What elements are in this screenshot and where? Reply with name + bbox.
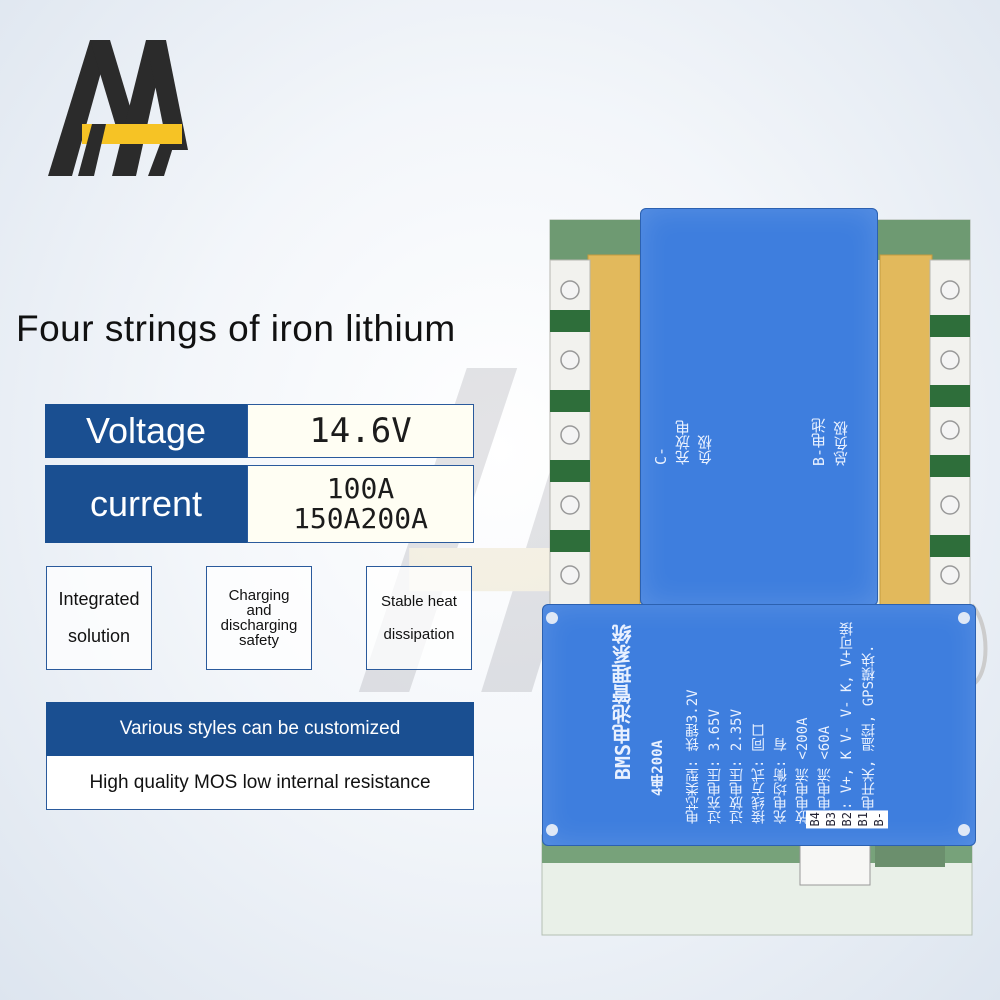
feature-heat-dissipation: Stable heat dissipation — [366, 566, 472, 670]
feature-charging-safety: Charging and discharging safety — [206, 566, 312, 670]
bms-subtitle: 4串200A — [650, 740, 666, 797]
battery-negative-label: B-电池 总负极 — [808, 418, 852, 466]
cell-label: B- — [872, 812, 886, 827]
bms-spec-line: 电芯类型: 铁锂3.2V — [685, 689, 701, 824]
bms-top-cover — [640, 208, 878, 606]
board-text: C- — [652, 446, 670, 465]
current-value-line-1: 100A — [326, 472, 395, 505]
current-label: current — [45, 465, 247, 543]
feature-text: safety — [238, 632, 280, 649]
voltage-value: 14.6V — [247, 404, 474, 458]
current-value: 100A 150A200A — [247, 465, 474, 543]
feature-text: and — [246, 602, 272, 619]
board-text: B-电池 — [810, 418, 828, 467]
brand-logo — [48, 40, 188, 176]
feature-text: discharging — [220, 617, 298, 634]
board-text: 充放电 — [674, 420, 692, 465]
cell-label: B2 — [840, 812, 854, 827]
cell-label: B4 — [808, 812, 822, 827]
feature-integrated-solution: Integrated solution — [46, 566, 152, 670]
bms-spec-list: 电芯类型: 铁锂3.2V 过充电压: 3.65V 过放电压: 2.35V 接线方… — [682, 621, 880, 824]
mos-description: High quality MOS low internal resistance — [46, 756, 474, 810]
feature-text: Charging — [228, 587, 290, 604]
voltage-label: Voltage — [45, 404, 247, 458]
feature-text: dissipation — [383, 626, 455, 643]
bms-spec-line: 充电均衡: 有 — [773, 737, 789, 824]
bms-spec-line: 弱电开关, 温控, GPS模块. — [861, 644, 877, 824]
feature-text: Stable heat — [381, 593, 457, 610]
cell-label: B3 — [824, 812, 838, 827]
feature-text: solution — [67, 626, 131, 646]
charge-discharge-negative-label: C- 充放电 负极 — [650, 420, 716, 465]
bms-spec-line: 注: V+, K V- V- K, V+可接 — [839, 621, 855, 824]
bms-bottom-cover — [542, 604, 976, 846]
page-title: Four strings of iron lithium — [16, 308, 456, 349]
bms-title: BMS电池管理系统 — [611, 624, 635, 781]
customization-banner: Various styles can be customized — [46, 702, 474, 756]
screw-holes — [546, 612, 970, 836]
bms-spec-line: 放电电流 <200A — [795, 717, 811, 824]
feature-text: Integrated — [58, 589, 140, 609]
bms-spec-line: 接线方式: 同口 — [751, 723, 767, 824]
bms-spec-line: 过充电压: 3.65V — [707, 708, 723, 824]
board-text: 负极 — [696, 435, 714, 465]
cell-label-strip: B4 B3 B2 B1 B- — [806, 810, 888, 829]
cell-label: B1 — [856, 812, 870, 827]
bms-spec-line: 过放电压: 2.35V — [729, 708, 745, 824]
current-value-line-2: 150A200A — [293, 502, 428, 535]
board-text: 总负极 — [832, 421, 850, 467]
bms-spec-line: 充电电流 <60A — [817, 725, 833, 824]
